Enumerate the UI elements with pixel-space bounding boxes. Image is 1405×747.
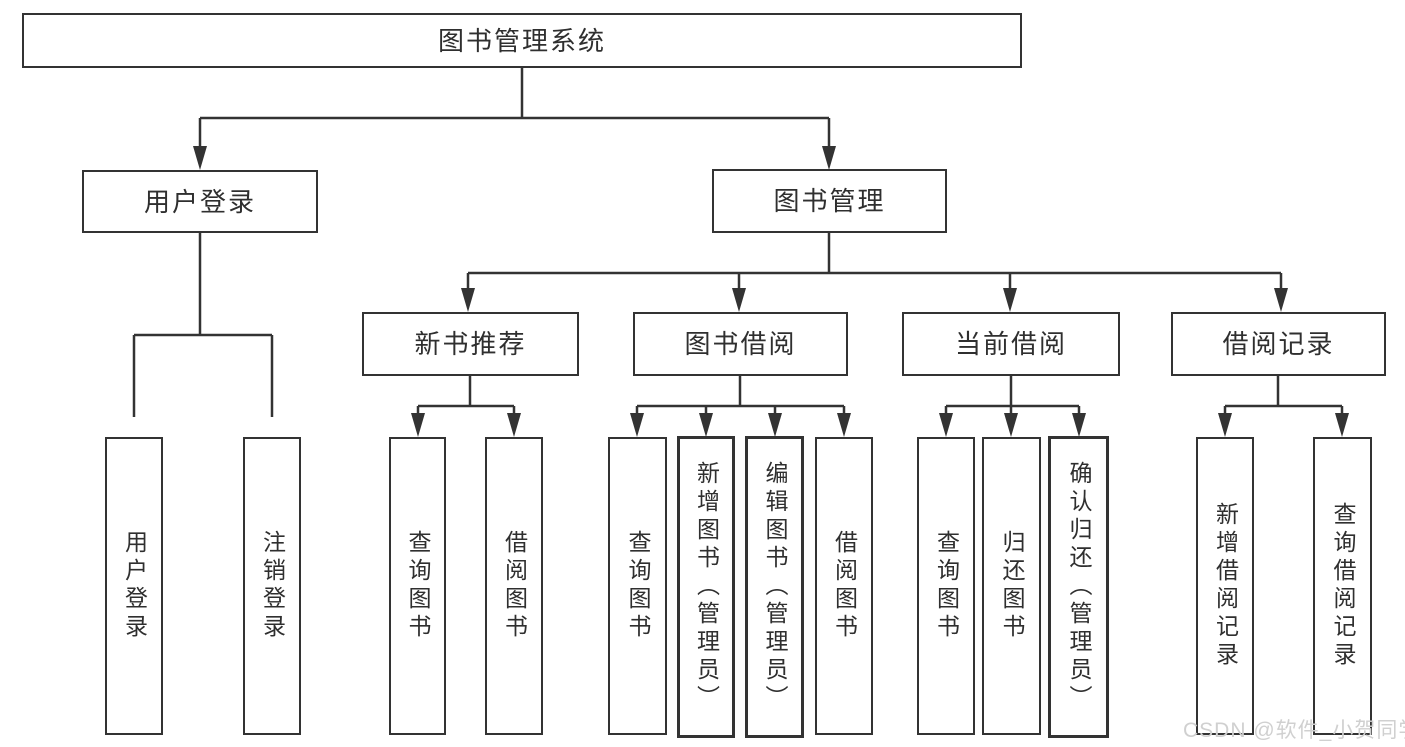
node-label: 用户登录 — [143, 186, 256, 217]
node-label: 查询图书 — [933, 530, 960, 642]
arrow-down-icon — [461, 288, 475, 312]
node-leaf-query-books-1: 查询图书 — [389, 437, 446, 735]
node-label: 查询借阅记录 — [1330, 502, 1356, 670]
arrow-down-icon — [411, 413, 425, 437]
connector-lines — [132, 68, 1344, 417]
node-label: 用户登录 — [121, 530, 148, 642]
arrow-down-icon — [1003, 288, 1017, 312]
node-leaf-borrow-books-1: 借阅图书 — [485, 437, 543, 735]
arrow-down-icon — [768, 413, 782, 437]
arrow-down-icon — [1335, 413, 1349, 437]
node-label: 归还图书 — [999, 530, 1025, 642]
arrow-down-icon — [507, 413, 521, 437]
node-label: 借阅图书 — [831, 530, 858, 642]
node-leaf-query-books-3: 查询图书 — [917, 437, 975, 735]
node-label: 当前借阅 — [954, 329, 1067, 359]
node-label: 查询图书 — [625, 530, 651, 642]
node-label: 查询图书 — [405, 530, 431, 642]
node-leaf-user-login: 用户登录 — [105, 437, 163, 735]
arrow-down-icon — [822, 146, 836, 170]
arrow-down-icon — [699, 413, 713, 437]
node-label: 注销登录 — [259, 530, 286, 642]
node-book-management-branch: 图书管理 — [712, 169, 947, 233]
node-leaf-return-books: 归还图书 — [982, 437, 1041, 735]
node-label: 图书借阅 — [684, 329, 797, 359]
node-leaf-add-books-admin: 新增图书（管理员） — [677, 436, 735, 738]
arrow-down-icon — [939, 413, 953, 437]
node-book-borrowing: 图书借阅 — [633, 312, 848, 376]
node-leaf-borrow-books-2: 借阅图书 — [815, 437, 873, 735]
csdn-watermark: CSDN @软件_小贺同学 — [1183, 719, 1405, 742]
node-borrowing-records: 借阅记录 — [1171, 312, 1386, 376]
node-current-borrowing: 当前借阅 — [902, 312, 1120, 376]
arrowhead-icons — [193, 146, 1349, 437]
node-label: 新书推荐 — [414, 329, 527, 359]
arrow-down-icon — [1274, 288, 1288, 312]
arrow-down-icon — [1004, 413, 1018, 437]
node-label: 图书管理系统 — [437, 25, 606, 56]
arrow-down-icon — [1218, 413, 1232, 437]
arrow-down-icon — [193, 146, 207, 170]
arrow-down-icon — [732, 288, 746, 312]
node-leaf-confirm-return-admin: 确认归还（管理员） — [1048, 436, 1109, 738]
node-label: 新增图书（管理员） — [693, 461, 720, 713]
node-leaf-query-borrow-record: 查询借阅记录 — [1313, 437, 1372, 735]
node-root-library-system: 图书管理系统 — [22, 13, 1022, 68]
node-leaf-logout: 注销登录 — [243, 437, 301, 735]
arrow-down-icon — [630, 413, 644, 437]
node-label: 确认归还（管理员） — [1066, 461, 1092, 713]
node-user-login-branch: 用户登录 — [82, 170, 318, 233]
node-label: 编辑图书（管理员） — [762, 461, 788, 713]
node-label: 新增借阅记录 — [1212, 502, 1239, 670]
node-label: 借阅记录 — [1222, 329, 1335, 359]
node-leaf-add-borrow-record: 新增借阅记录 — [1196, 437, 1254, 735]
arrow-down-icon — [837, 413, 851, 437]
arrow-down-icon — [1072, 413, 1086, 437]
node-label: 借阅图书 — [501, 530, 528, 642]
node-leaf-query-books-2: 查询图书 — [608, 437, 667, 735]
node-leaf-edit-books-admin: 编辑图书（管理员） — [745, 436, 804, 738]
node-label: 图书管理 — [773, 186, 886, 216]
node-new-book-recommendation: 新书推荐 — [362, 312, 579, 376]
